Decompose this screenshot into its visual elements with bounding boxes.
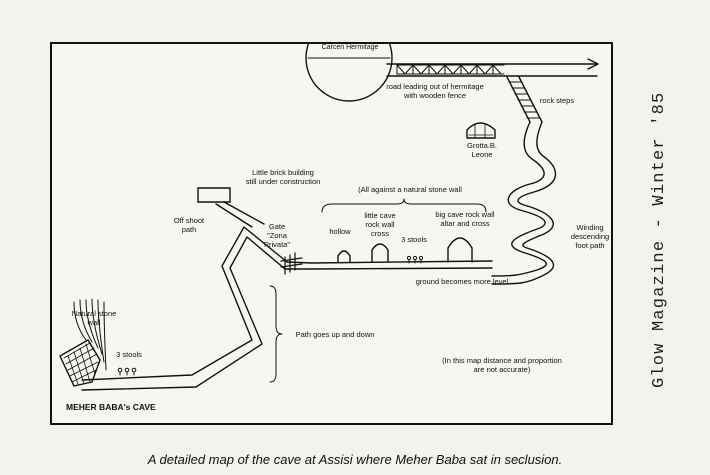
label-big-cave: big cave rock wall altar and cross	[435, 210, 495, 228]
little-cave-shape	[371, 243, 389, 263]
label-stools-caves: 3 stools	[401, 235, 427, 244]
gate-icon	[280, 252, 303, 275]
path-junction	[286, 261, 313, 264]
updown-bracket	[269, 285, 283, 383]
winding-path-inner	[491, 121, 557, 285]
hollow-shape	[337, 250, 351, 263]
grotta-shape	[466, 122, 496, 139]
label-brick-building: Little brick building still under constr…	[245, 168, 321, 186]
main-path-upper	[311, 260, 493, 264]
wooden-fence	[396, 64, 505, 75]
label-hermitage: Carceri Hermitage	[321, 44, 379, 51]
label-gate: Gate "Zona Privata"	[263, 222, 290, 249]
winding-path-outer	[491, 121, 547, 277]
stools-icon	[406, 255, 424, 264]
label-path-updown: Path goes up and down	[295, 330, 375, 339]
label-note: (In this map distance and proportion are…	[442, 356, 562, 374]
label-little-cave: little cave rock wall cross	[364, 211, 396, 238]
big-cave-shape	[447, 237, 473, 263]
main-path-lower	[311, 267, 493, 270]
offshoot-path	[223, 201, 265, 225]
map-drawing	[59, 44, 599, 391]
label-ground: ground becomes more level	[415, 277, 509, 286]
label-stone-wall: Natural stone wall	[71, 309, 117, 327]
stools-icon	[117, 367, 137, 376]
zigzag-path-outer	[81, 226, 288, 381]
label-offshoot: Off shoot path	[173, 216, 205, 234]
label-road: road leading out of hermitage with woode…	[386, 82, 484, 100]
brick-building	[197, 187, 231, 203]
label-natural-wall: (All against a natural stone wall	[358, 185, 462, 194]
map-caption: A detailed map of the cave at Assisi whe…	[147, 452, 563, 467]
zigzag-path-inner	[81, 236, 286, 391]
label-meher-cave: MEHER BABA's CAVE	[66, 402, 156, 412]
label-hollow: hollow	[329, 227, 351, 236]
label-rock-steps: rock steps	[539, 96, 575, 105]
offshoot-path	[215, 203, 253, 228]
road-arrow	[587, 58, 599, 70]
wall-bracket	[321, 198, 487, 213]
magazine-side-text: Glow Magazine - Winter '85	[650, 91, 669, 389]
meher-cave-hatch	[63, 342, 99, 385]
hermitage-circle	[305, 44, 393, 102]
map-frame: Carceri Hermitage road leading out of he…	[50, 42, 613, 425]
label-winding: Winding descending foot path	[570, 223, 610, 250]
rock-steps	[506, 76, 543, 123]
meher-cave-shape	[59, 339, 101, 387]
label-stools-cave: 3 stools	[116, 350, 142, 359]
label-grotta: Grotta.B. Leone	[466, 141, 497, 159]
natural-stone-wall	[73, 298, 107, 371]
